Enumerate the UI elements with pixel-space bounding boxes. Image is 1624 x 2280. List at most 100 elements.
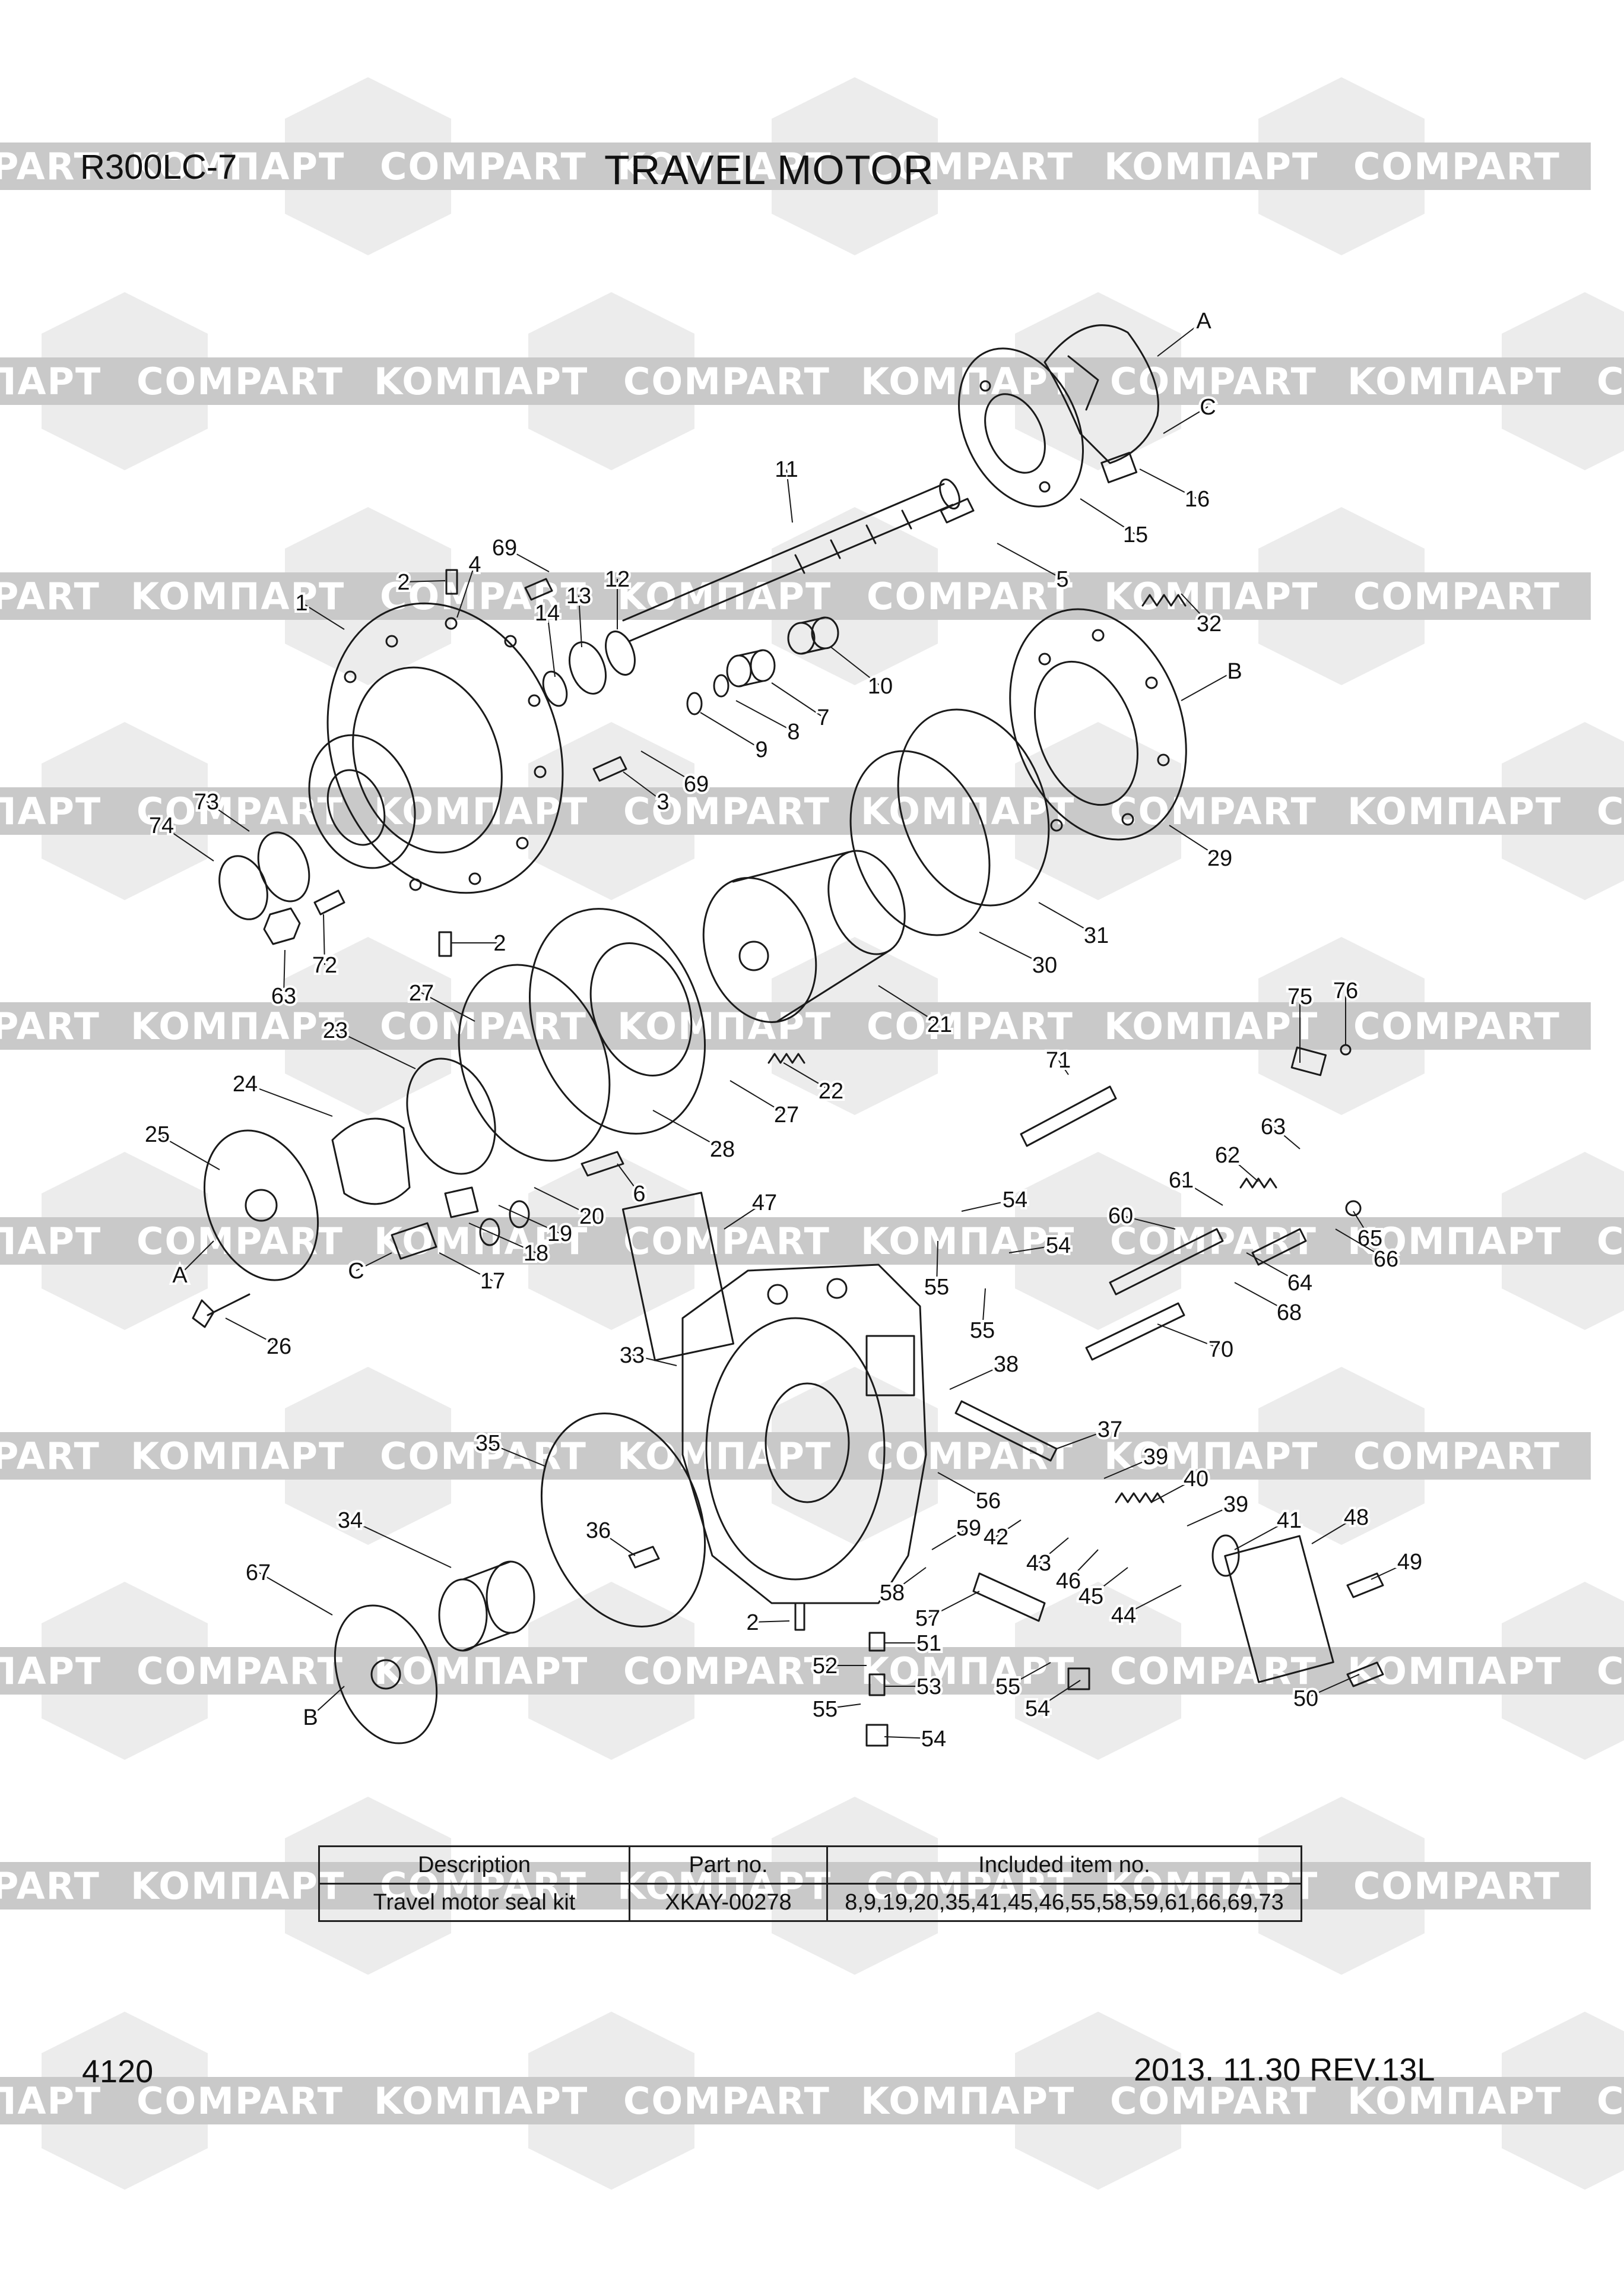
part-27-plate	[529, 908, 706, 1135]
watermark-word: KOMПAPT	[374, 360, 588, 403]
callout-A: A	[170, 1240, 214, 1290]
callout-label: 15	[1123, 522, 1148, 547]
watermark-word: COMPART	[1110, 790, 1317, 833]
page-title: TRAVEL MOTOR	[604, 147, 934, 193]
watermark-word: KOMПAPT	[861, 2079, 1075, 2123]
watermark-word: KOMПAPT	[0, 1649, 102, 1693]
callout-62: 62	[1213, 1141, 1259, 1182]
callout-42: 42	[981, 1519, 1022, 1552]
leader-line	[301, 602, 345, 630]
callout-27: 27	[729, 1080, 801, 1130]
callout-label: 27	[409, 981, 434, 1006]
leader-line	[927, 1591, 980, 1619]
leader-line	[578, 595, 582, 648]
leader-line	[487, 1442, 547, 1467]
callout-1: 1	[293, 588, 345, 630]
revision-date: 2013. 11.30 REV.13L	[1134, 2052, 1435, 2088]
callout-20: 20	[534, 1187, 607, 1231]
part-21-cylinder	[702, 850, 906, 1023]
leader-line	[310, 1686, 345, 1718]
callout-label: 63	[271, 984, 296, 1009]
part-4-pin	[524, 578, 553, 601]
column-header-included-items: Included item no.	[826, 1845, 1302, 1885]
leader-line	[729, 1080, 787, 1115]
part-48-cover	[1224, 1535, 1334, 1683]
watermark-word: COMPART	[623, 2079, 830, 2123]
callout-label: 54	[921, 1727, 946, 1752]
watermark-word: COMPART	[380, 1005, 587, 1048]
watermark-word: KOMПAPT	[617, 1005, 832, 1048]
callout-label: 46	[1056, 1569, 1081, 1594]
watermark-word: KOMПAPT	[861, 1220, 1075, 1263]
part-12-ring	[605, 631, 636, 676]
leader-line	[258, 1572, 333, 1616]
watermark-word: COMPART	[0, 1864, 100, 1908]
callout-label: 55	[813, 1697, 838, 1722]
callout-label: 74	[149, 813, 174, 838]
callout-label: 50	[1293, 1686, 1318, 1711]
column-header-part-no: Part no.	[629, 1845, 828, 1885]
callout-47: 47	[724, 1188, 779, 1230]
part-51-plug	[868, 1632, 886, 1652]
watermark-word: COMPART	[0, 1434, 100, 1478]
part-22-spring	[767, 1053, 805, 1064]
callout-19: 19	[498, 1205, 575, 1249]
leader-line	[632, 1354, 677, 1366]
callout-label: 38	[994, 1352, 1019, 1377]
leader-line	[498, 1205, 560, 1234]
watermark-word: KOMПAPT	[1104, 1434, 1318, 1478]
callout-label: 62	[1215, 1143, 1240, 1168]
callout-label: 47	[752, 1190, 777, 1215]
callout-label: 25	[145, 1122, 170, 1147]
watermark-word: KOMПAPT	[861, 1649, 1075, 1693]
leader-line	[335, 1030, 416, 1069]
leader-line	[1151, 1478, 1197, 1503]
callout-label: 36	[586, 1518, 611, 1543]
callout-C: C	[1163, 392, 1219, 434]
watermark-word: COMPART	[137, 1649, 344, 1693]
callout-57: 57	[913, 1591, 980, 1633]
part-b-flange	[1009, 608, 1187, 841]
watermark-word: KOMПAPT	[1104, 1005, 1318, 1048]
callout-49: 49	[1371, 1547, 1425, 1580]
part-25-plate	[203, 1129, 319, 1281]
callout-label: 64	[1287, 1271, 1312, 1296]
callout-label: 53	[916, 1674, 941, 1699]
leader-line	[931, 1527, 969, 1550]
leader-line	[1157, 1323, 1222, 1350]
seal-kit-table: Description Part no. Included item no. T…	[318, 1845, 1302, 1922]
leader-line	[1311, 1516, 1357, 1544]
leader-line	[752, 1620, 790, 1623]
callout-43: 43	[1024, 1537, 1069, 1578]
part-36-pin	[628, 1546, 660, 1569]
callout-55: 55	[922, 1240, 951, 1302]
callout-label: 35	[475, 1431, 500, 1456]
part-26-screw	[192, 1293, 250, 1328]
callout-label: 24	[233, 1072, 258, 1097]
callout-66: 66	[1335, 1228, 1401, 1274]
callout-label: 8	[787, 720, 800, 745]
leader-line	[1234, 1282, 1290, 1313]
callout-label: 31	[1084, 923, 1109, 948]
callout-26: 26	[225, 1318, 294, 1361]
callout-65: 65	[1353, 1211, 1385, 1253]
callout-18: 18	[468, 1223, 551, 1268]
callout-52: 52	[810, 1651, 867, 1681]
leader-line	[979, 932, 1045, 965]
callout-label: 2	[397, 570, 410, 595]
callout-label: 20	[579, 1204, 604, 1229]
leader-line	[949, 1363, 1007, 1390]
callout-label: 34	[338, 1508, 363, 1533]
callout-label: 21	[927, 1012, 952, 1037]
leader-line	[1080, 498, 1136, 535]
callout-label: A	[1196, 309, 1211, 334]
